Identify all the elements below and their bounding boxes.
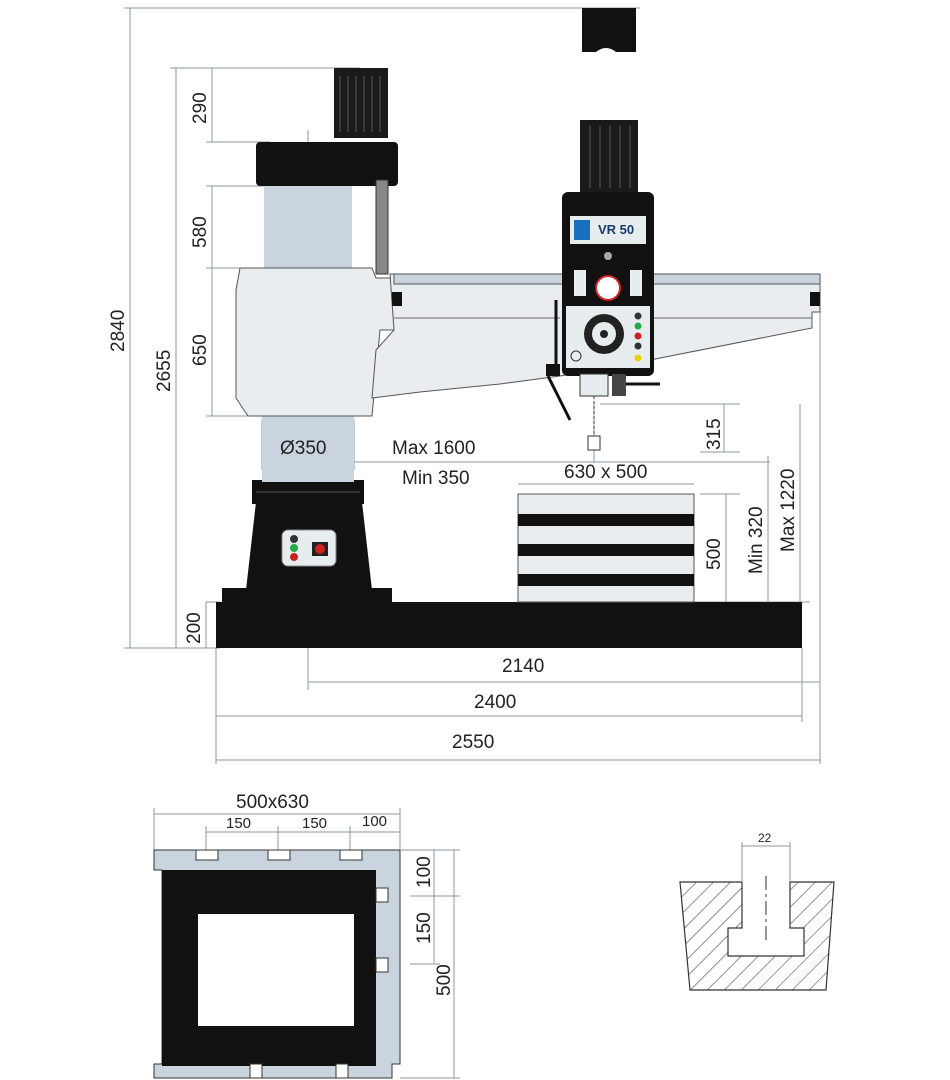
dim-580: 580 [190, 216, 211, 248]
work-table [517, 493, 695, 603]
dimension-labels: 2840 2655 290 580 650 200 Ø350 Max 1600 … [108, 92, 799, 753]
dim-650: 650 [190, 334, 211, 366]
dim-table-height: 500 [704, 538, 725, 570]
model-label: VR 50 [598, 222, 634, 237]
section-side-150: 150 [414, 912, 435, 944]
dim-2550: 2550 [452, 732, 494, 753]
table-section-view: 500x630 150 150 100 100 150 500 [153, 792, 460, 1079]
radial-drill-machine: VR 50 [216, 8, 821, 648]
dim-table-size: 630 x 500 [564, 462, 647, 483]
section-side-100: 100 [414, 856, 435, 888]
red-button-icon[interactable] [290, 553, 298, 561]
gauge-icon [595, 275, 621, 301]
brand-logo-icon [574, 220, 590, 240]
column-motor [334, 68, 388, 138]
dim-2840: 2840 [108, 310, 129, 352]
dim-290: 290 [190, 92, 211, 124]
dim-2655: 2655 [154, 350, 175, 392]
dim-spindle-min: Min 320 [746, 506, 767, 574]
section-spacing-2: 150 [302, 815, 327, 832]
section-edge-100: 100 [362, 813, 387, 830]
dim-reach-max: Max 1600 [392, 438, 475, 459]
drill-head: VR 50 [546, 120, 660, 451]
emergency-stop-icon[interactable] [315, 544, 325, 554]
tslot-detail-view: 22 [679, 831, 835, 991]
indicator-light-icon [290, 535, 298, 543]
section-spacing-1: 150 [226, 815, 251, 832]
dim-column-diameter: Ø350 [280, 438, 326, 459]
pedestal-control-panel [281, 529, 337, 567]
dim-315: 315 [704, 418, 725, 450]
dim-200: 200 [184, 612, 205, 644]
dim-2140: 2140 [502, 656, 544, 677]
section-title: 500x630 [236, 792, 309, 813]
tslot-width: 22 [758, 831, 772, 845]
dimension-lines [124, 7, 821, 764]
section-side-500: 500 [434, 964, 455, 996]
dim-reach-min: Min 350 [402, 468, 470, 489]
machine-base [216, 602, 802, 648]
dim-spindle-max: Max 1220 [778, 469, 799, 552]
dim-2400: 2400 [474, 692, 516, 713]
head-motor [580, 120, 638, 194]
green-button-icon[interactable] [290, 544, 298, 552]
